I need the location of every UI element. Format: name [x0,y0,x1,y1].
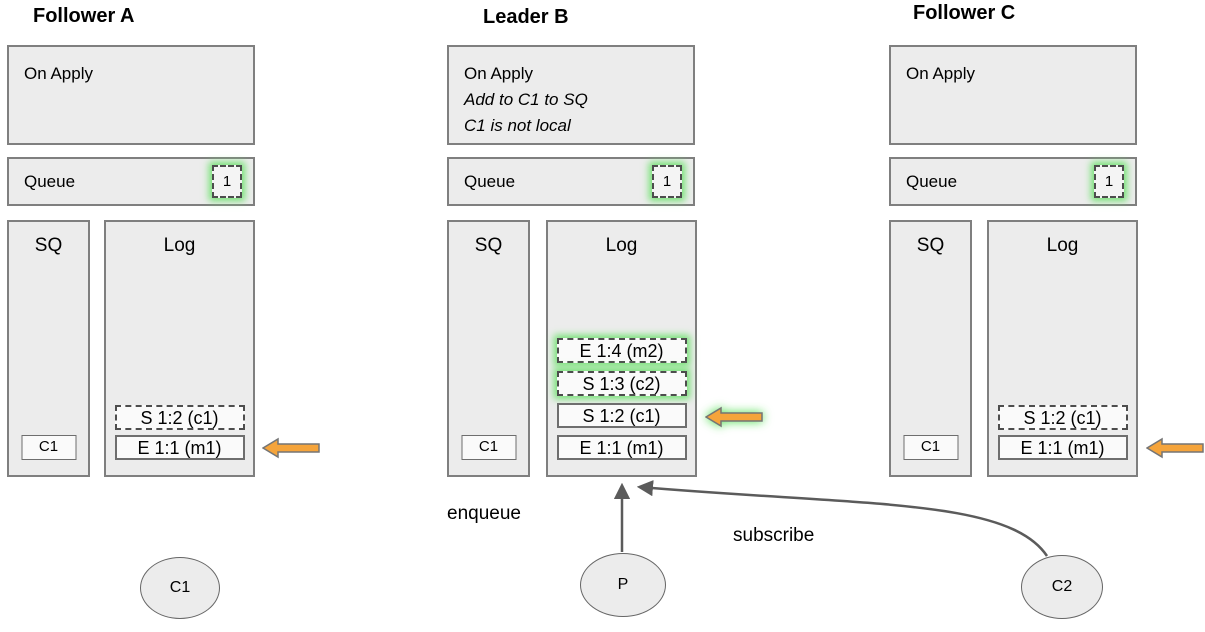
on-apply-label: On Apply [906,64,975,83]
pointer-arrow-icon [262,437,320,459]
queue-box-follower-a: Queue 1 [7,157,255,206]
queue-count-badge: 1 [212,165,242,198]
queue-box-follower-c: Queue 1 [889,157,1137,206]
log-entry: S 1:2 (c1) [997,405,1128,430]
on-apply-note: C1 is not local [464,116,571,135]
sq-box-leader-b: SQ C1 [447,220,530,477]
sq-item-c1: C1 [903,435,958,460]
log-entry: S 1:2 (c1) [114,405,245,430]
node-title-follower-c: Follower C [913,2,1016,24]
sq-item-c1: C1 [21,435,76,460]
node-title-follower-a: Follower A [33,5,135,27]
queue-label: Queue [24,172,76,191]
on-apply-label: On Apply [24,64,93,83]
node-title-leader-b: Leader B [483,6,569,28]
log-entry: E 1:1 (m1) [997,435,1128,460]
log-box-follower-a: Log S 1:2 (c1) E 1:1 (m1) [104,220,255,477]
sq-label: SQ [474,235,503,256]
pointer-arrow-icon [705,406,763,428]
sq-box-follower-c: SQ C1 [889,220,972,477]
subscribe-label: subscribe [733,525,815,546]
actor-label: P [617,576,629,593]
on-apply-note: Add to C1 to SQ [464,90,588,109]
sq-label: SQ [916,235,945,256]
sq-item-c1: C1 [461,435,516,460]
on-apply-box-follower-c: On Apply [889,45,1137,145]
pointer-arrow-icon [1146,437,1204,459]
queue-count-badge: 1 [652,165,682,198]
actor-c1: C1 [140,557,220,619]
log-entry: S 1:3 (c2) [556,371,687,396]
log-entry: S 1:2 (c1) [556,403,687,428]
log-label: Log [163,235,196,256]
enqueue-label: enqueue [447,503,521,524]
queue-label: Queue [906,172,958,191]
sq-box-follower-a: SQ C1 [7,220,90,477]
queue-count-badge: 1 [1094,165,1124,198]
actor-c2: C2 [1021,555,1103,619]
log-entry: E 1:1 (m1) [556,435,687,460]
log-label: Log [605,235,638,256]
log-entry: E 1:1 (m1) [114,435,245,460]
log-box-leader-b: Log E 1:4 (m2) S 1:3 (c2) S 1:2 (c1) E 1… [546,220,697,477]
queue-box-leader-b: Queue 1 [447,157,695,206]
queue-label: Queue [464,172,516,191]
log-entry: E 1:4 (m2) [556,338,687,363]
actor-label: C1 [169,579,191,596]
sq-label: SQ [34,235,63,256]
log-label: Log [1046,235,1079,256]
subscribe-arrow [636,480,1049,557]
on-apply-label: On Apply [464,64,533,83]
actor-p: P [580,553,666,617]
log-box-follower-c: Log S 1:2 (c1) E 1:1 (m1) [987,220,1138,477]
on-apply-box-leader-b: On Apply Add to C1 to SQ C1 is not local [447,45,695,145]
actor-label: C2 [1051,578,1073,595]
on-apply-box-follower-a: On Apply [7,45,255,145]
